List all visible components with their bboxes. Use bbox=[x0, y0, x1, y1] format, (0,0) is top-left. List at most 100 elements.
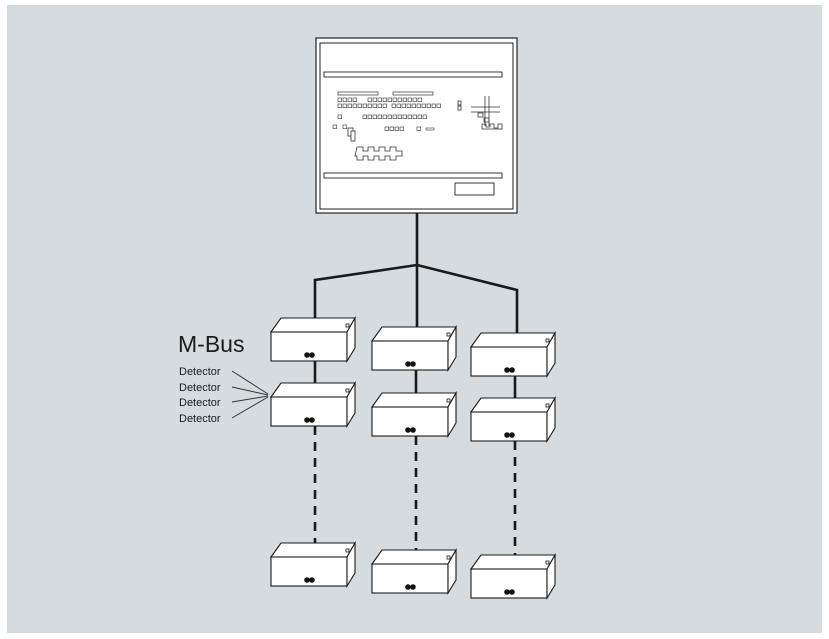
bus-module bbox=[269, 540, 356, 588]
panel-key bbox=[347, 97, 352, 102]
panel-key bbox=[387, 114, 392, 119]
module-led bbox=[545, 560, 550, 565]
terminal-dot bbox=[309, 352, 315, 358]
panel-key-strip bbox=[354, 146, 403, 161]
panel-key bbox=[391, 103, 396, 108]
module-led bbox=[345, 548, 350, 553]
panel-key bbox=[422, 114, 427, 119]
terminal-dot bbox=[509, 432, 515, 438]
panel-key bbox=[396, 103, 401, 108]
panel-key bbox=[411, 103, 416, 108]
panel-key bbox=[382, 97, 387, 102]
panel-key bbox=[357, 103, 362, 108]
panel-key bbox=[342, 103, 347, 108]
panel-key bbox=[392, 97, 397, 102]
terminal-dot bbox=[405, 427, 411, 433]
panel-key bbox=[377, 103, 382, 108]
panel-key bbox=[367, 97, 372, 102]
panel-key bbox=[394, 126, 399, 131]
panel-key bbox=[347, 103, 352, 108]
module-led bbox=[545, 338, 550, 343]
panel-key bbox=[397, 114, 402, 119]
terminal-dot bbox=[309, 417, 315, 423]
panel-key bbox=[401, 103, 406, 108]
terminal-dot bbox=[405, 361, 411, 367]
panel-key bbox=[431, 103, 436, 108]
module-top bbox=[269, 317, 356, 333]
module-top bbox=[469, 332, 556, 348]
module-led bbox=[446, 555, 451, 560]
terminal-dot bbox=[504, 432, 510, 438]
module-side bbox=[447, 324, 457, 372]
bus-wiring bbox=[313, 213, 519, 334]
panel-key bbox=[417, 114, 422, 119]
bus-module bbox=[469, 395, 556, 443]
detector-label: Detector bbox=[179, 382, 221, 394]
panel-key bbox=[425, 127, 435, 131]
panel-key bbox=[352, 97, 357, 102]
bus-label: M-Bus bbox=[178, 331, 244, 357]
panel-key bbox=[382, 114, 387, 119]
module-side bbox=[447, 547, 457, 595]
panel-key bbox=[436, 103, 441, 108]
panel-key bbox=[402, 114, 407, 119]
terminal-dot bbox=[410, 584, 416, 590]
terminal-dot bbox=[504, 589, 510, 595]
panel-key bbox=[362, 103, 367, 108]
module-side bbox=[346, 315, 356, 363]
module-side bbox=[447, 390, 457, 438]
panel-key bbox=[382, 103, 387, 108]
bus-module bbox=[469, 330, 556, 378]
panel-key bbox=[421, 103, 426, 108]
bus-module bbox=[269, 315, 356, 363]
terminal-dot bbox=[504, 367, 510, 373]
bus-module bbox=[269, 380, 356, 428]
bus-module bbox=[370, 324, 457, 372]
module-top bbox=[370, 326, 457, 342]
panel-key bbox=[352, 103, 357, 108]
terminal-dot bbox=[304, 577, 310, 583]
panel-key bbox=[416, 103, 421, 108]
module-top bbox=[370, 549, 457, 565]
panel-key bbox=[372, 114, 377, 119]
panel-key bbox=[407, 97, 412, 102]
panel-key bbox=[402, 97, 407, 102]
panel-key bbox=[342, 97, 347, 102]
panel-key bbox=[372, 103, 377, 108]
bus-trunk-right bbox=[416, 263, 519, 334]
panel-key bbox=[397, 97, 402, 102]
panel-key bbox=[337, 97, 342, 102]
panel-key bbox=[389, 126, 394, 131]
module-side bbox=[346, 380, 356, 428]
panel-control-knob bbox=[457, 96, 503, 130]
module-led bbox=[446, 398, 451, 403]
detector-connector-lines bbox=[231, 370, 269, 419]
module-side bbox=[546, 395, 556, 443]
detector-label: Detector bbox=[179, 413, 221, 425]
panel-key bbox=[332, 124, 337, 129]
module-top bbox=[269, 382, 356, 398]
panel-key bbox=[426, 103, 431, 108]
module-top bbox=[469, 397, 556, 413]
bus-trunk-left bbox=[313, 263, 418, 318]
panel-key bbox=[384, 126, 389, 131]
terminal-dot bbox=[405, 584, 411, 590]
bus-module bbox=[469, 552, 556, 600]
module-layer bbox=[269, 315, 556, 600]
control-panel bbox=[315, 37, 518, 214]
terminal-dot bbox=[304, 417, 310, 423]
panel-display bbox=[454, 182, 495, 196]
bus-line-segments bbox=[313, 361, 517, 555]
panel-key bbox=[392, 114, 397, 119]
detector-labels: Detector Detector Detector Detector bbox=[179, 366, 221, 425]
bus-module bbox=[370, 547, 457, 595]
panel-key bbox=[362, 114, 367, 119]
panel-key bbox=[337, 103, 342, 108]
panel-key bbox=[399, 126, 404, 131]
module-top bbox=[370, 392, 457, 408]
panel-key bbox=[416, 126, 421, 131]
module-led bbox=[345, 323, 350, 328]
module-front bbox=[371, 406, 449, 437]
panel-key bbox=[406, 103, 411, 108]
